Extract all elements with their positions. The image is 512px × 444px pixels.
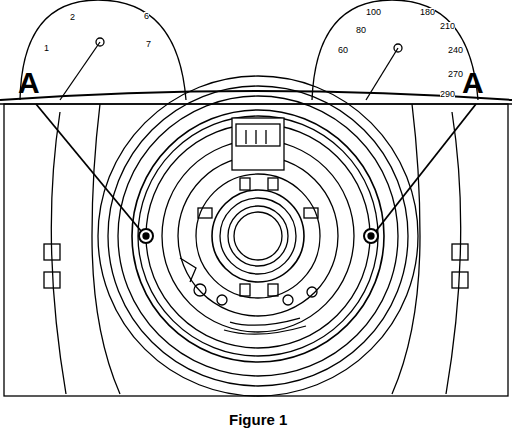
gauge-number: 210 (440, 22, 455, 31)
gauge-number: 240 (448, 46, 463, 55)
gauge-number: 7 (146, 40, 151, 49)
gauge-number: 180 (420, 8, 435, 17)
figure-caption: Figure 1 (229, 412, 287, 427)
gauge-number: 2 (70, 13, 75, 22)
gauge-number: 1 (44, 44, 49, 53)
gauge-number: 60 (338, 46, 348, 55)
callout-letter: A (462, 68, 484, 98)
gauge-number: 100 (366, 8, 381, 17)
gauge-number: 80 (356, 26, 366, 35)
callout-letter: A (18, 68, 40, 98)
gauge-number: 290 (440, 90, 455, 99)
gauge-number: 270 (448, 70, 463, 79)
gauge-number: 6 (144, 12, 149, 21)
